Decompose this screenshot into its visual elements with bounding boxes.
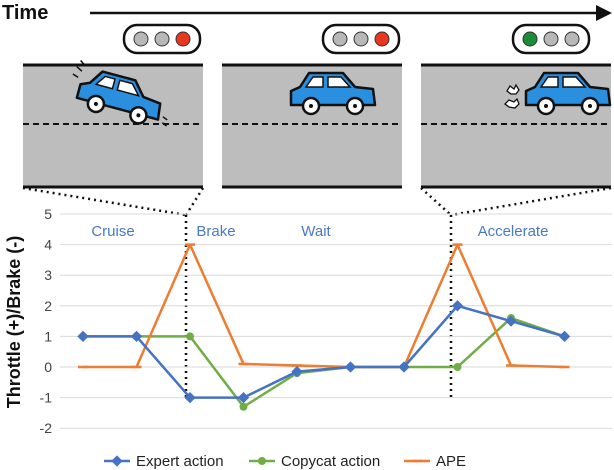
data-point-expert (184, 391, 196, 404)
series-line-expert (83, 304, 565, 399)
data-point-expert (344, 361, 357, 373)
y-tick-label: 4 (44, 237, 52, 253)
light-1-middle (154, 31, 170, 47)
series-line-ape (83, 243, 565, 369)
traffic-light-3 (511, 23, 591, 55)
data-point-copycat (239, 402, 248, 411)
series-line-copycat (83, 316, 565, 409)
data-point-copycat (186, 332, 194, 341)
road-panel-2 (222, 63, 402, 189)
traffic-light-1 (122, 23, 202, 55)
light-2-left (332, 31, 348, 47)
phase-label-cruise: Cruise (91, 223, 134, 240)
y-tick-label: 0 (44, 359, 52, 375)
y-tick-label: 2 (44, 298, 52, 314)
legend-item-ape: APE (404, 453, 466, 470)
accelerating-car-icon (524, 71, 612, 116)
y-tick-label: -2 (40, 420, 53, 436)
light-2-middle (353, 31, 369, 47)
braking-car-icon (72, 60, 168, 127)
light-3-middle (543, 31, 559, 47)
data-point-expert (291, 365, 303, 378)
exhaust-puff-icon (504, 83, 520, 109)
legend: Expert action Copycat action APE (104, 453, 466, 470)
y-axis-label: Throttle (+)/Brake (-) (4, 236, 24, 409)
y-tick-label: 3 (44, 267, 52, 283)
light-2-right (374, 31, 390, 47)
y-axis-ticks: 5 4 3 2 1 0 -1 -2 (40, 206, 53, 436)
y-tick-label: 1 (44, 328, 52, 344)
data-point-expert (237, 391, 250, 404)
phase-label-wait: Wait (301, 223, 331, 240)
time-label: Time (2, 2, 48, 24)
legend-item-copycat: Copycat action (249, 453, 380, 470)
legend-label-copycat: Copycat action (281, 453, 380, 470)
phase-label-accelerate: Accelerate (478, 223, 549, 240)
data-point-expert (505, 315, 517, 327)
legend-label-ape: APE (436, 453, 466, 470)
chart-series (77, 243, 571, 411)
data-point-expert (77, 330, 89, 343)
y-tick-label: 5 (44, 206, 52, 222)
data-point-expert (558, 330, 571, 343)
chart-grid (60, 213, 612, 429)
legend-item-expert: Expert action (104, 453, 224, 470)
time-arrowhead-icon (596, 5, 612, 21)
light-1-right (175, 31, 191, 47)
data-point-expert (451, 300, 464, 312)
data-point-copycat (453, 363, 462, 371)
traffic-light-2 (321, 23, 401, 55)
y-tick-label: -1 (40, 390, 53, 406)
light-3-right (564, 31, 580, 47)
phase-label-brake: Brake (196, 223, 235, 240)
light-3-left (522, 31, 538, 47)
legend-label-expert: Expert action (136, 453, 224, 470)
data-point-expert (398, 361, 410, 373)
stopped-car-icon (289, 71, 377, 116)
light-1-left (133, 31, 149, 47)
data-point-expert (130, 330, 143, 343)
